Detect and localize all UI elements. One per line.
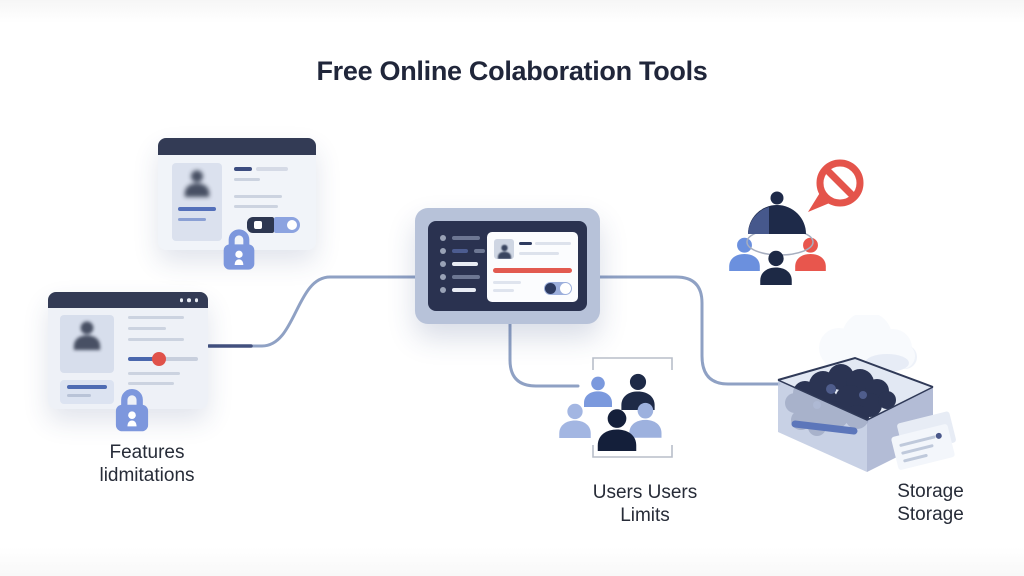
text-line [234,167,252,171]
toggle-on-segment [274,217,300,233]
person-icon [497,244,511,259]
text-line [178,207,216,211]
menu-item [440,261,478,267]
profile-image-panel [172,163,222,241]
capacity-bar [791,420,858,435]
text-line [67,394,91,397]
profile-image-panel [60,315,114,373]
users-group [559,357,673,458]
page-title: Free Online Colaboration Tools [316,56,708,86]
alert-bar [493,268,572,273]
window-body [158,155,316,250]
padlock-icon [219,222,259,272]
menu-item [440,235,480,241]
dome-head [770,191,784,205]
features-caption: Features lidmitations [52,441,242,487]
users-caption-line2: Limits [620,505,670,526]
person-icon [584,376,612,407]
padlock-icon [111,381,153,434]
blurred-person-icon [184,170,210,197]
text-line [493,281,521,284]
cloud-icon [819,315,917,398]
text-line [519,252,559,255]
text-line [128,316,184,319]
window-titlebar [158,138,316,155]
feature-slider [128,352,198,366]
tablet-device [415,208,600,324]
locked-window-top [158,138,316,250]
text-line [128,382,174,385]
menu-item [440,248,485,254]
crop-frame-top [592,357,673,370]
box-rim-front [777,379,934,421]
storage-caption-line2: Storage [897,504,964,525]
slider-knob [152,352,166,366]
blurred-person-icon [73,321,101,350]
window-body [48,308,208,409]
person-icon [795,237,826,271]
menu-item [440,274,480,280]
features-caption-line2: lidmitations [99,465,195,486]
locked-window-left [48,292,208,409]
person-icon [760,250,792,285]
storage-box [777,315,956,472]
text-line [519,242,532,245]
toggle-off-segment [247,217,274,233]
text-line [67,385,107,389]
text-line [535,242,571,245]
text-line [128,327,166,330]
person-icon [559,403,591,438]
text-line [128,372,180,375]
features-caption-line1: Features [109,442,185,463]
window-titlebar [48,292,208,308]
dome-highlight [748,207,769,234]
crop-frame-bottom [592,445,673,458]
avatar [494,239,514,259]
window-controls-icon [179,298,198,302]
text-line [256,167,288,171]
users-caption: Users Users Limits [555,481,735,527]
text-line [234,195,282,198]
text-line [128,338,184,341]
note-card [891,424,955,470]
meeting-group [729,159,864,285]
prohibition-icon [808,159,864,212]
toggle-switch [247,217,300,233]
person-icon [729,237,760,271]
toggle-switch [544,282,572,295]
storage-caption: Storage Storage [858,480,1003,526]
users-caption-line1: Users Users [592,482,698,503]
sub-panel [60,380,114,404]
text-line [493,289,514,292]
menu-item [440,287,476,293]
text-line [234,178,260,181]
box-rim-back [777,356,934,388]
profile-card [487,232,578,302]
text-line [234,205,278,208]
storage-caption-line1: Storage [897,481,964,502]
tablet-screen [428,221,587,311]
text-line [178,218,206,221]
